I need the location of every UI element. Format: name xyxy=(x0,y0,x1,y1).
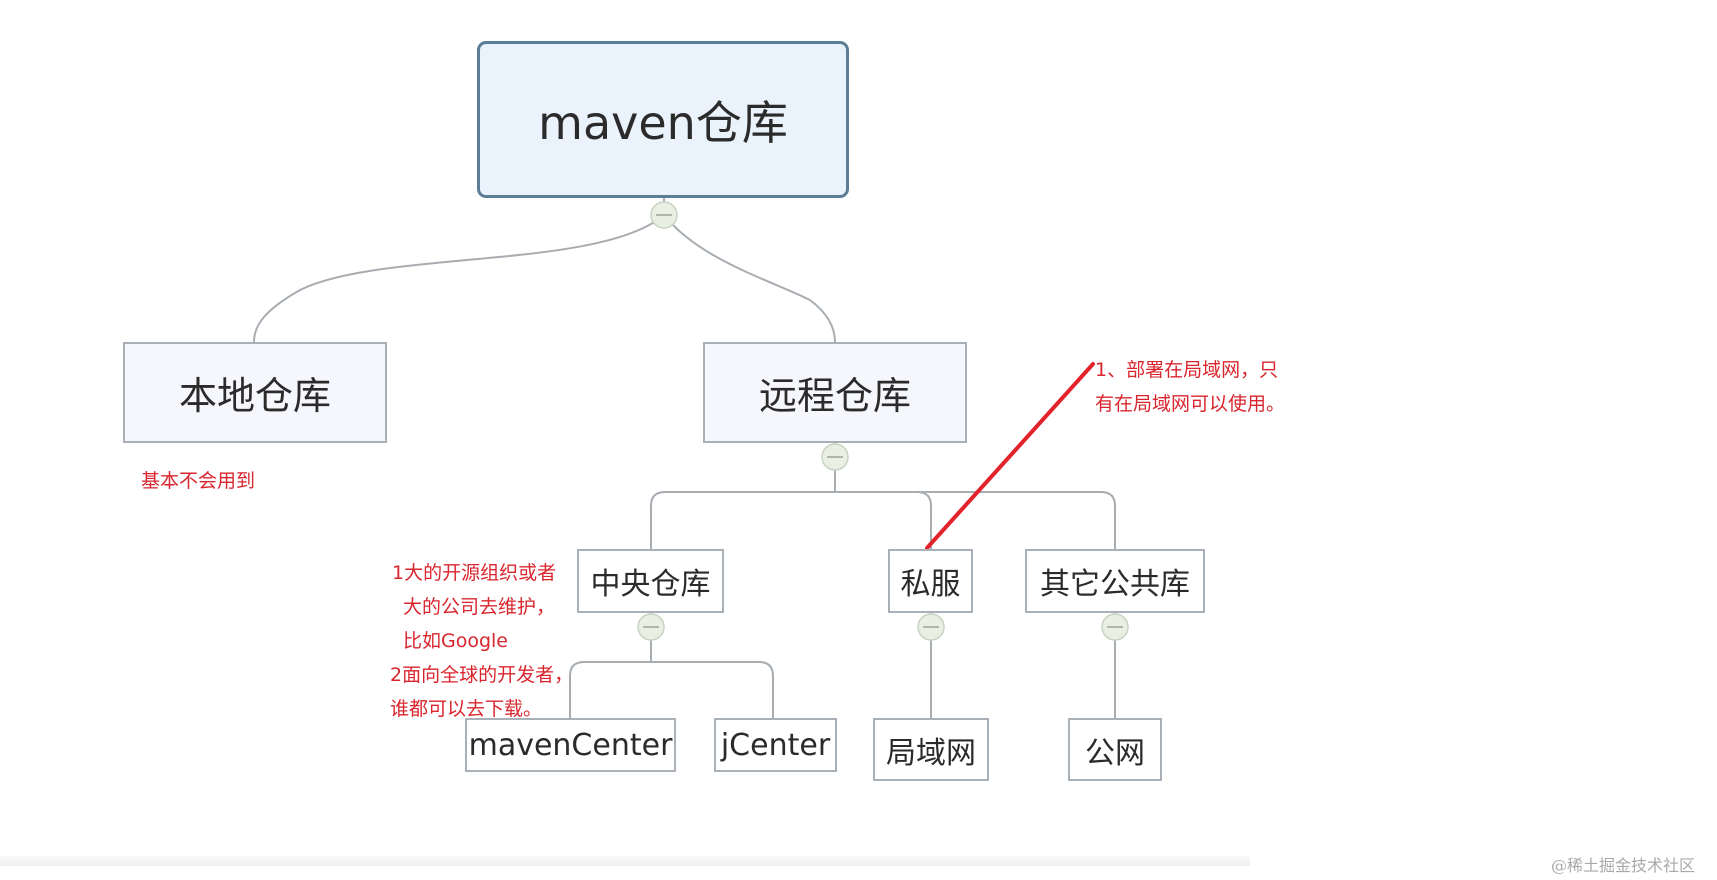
edge-remote-bus xyxy=(650,491,1116,549)
central-note-line-2: 大的公司去维护， xyxy=(403,596,556,618)
node-maven-center[interactable]: mavenCenter xyxy=(465,718,676,772)
annotation-pointer-line xyxy=(925,362,1095,550)
collapse-toggle-central[interactable] xyxy=(637,613,665,641)
collapse-toggle-remote[interactable] xyxy=(821,443,849,471)
node-lan[interactable]: 局域网 xyxy=(873,718,989,781)
node-public-net[interactable]: 公网 xyxy=(1068,718,1162,781)
collapse-toggle-other-public[interactable] xyxy=(1101,613,1129,641)
edge-remote-private xyxy=(916,491,932,549)
edge-root-remote xyxy=(663,214,836,343)
node-other-public-repo-label: 其它公共库 xyxy=(1040,567,1190,602)
node-central-repo-label: 中央仓库 xyxy=(590,567,711,602)
private-note-line-1: 1、部署在局域网，只 xyxy=(1095,359,1279,381)
node-central-repo[interactable]: 中央仓库 xyxy=(577,549,724,613)
node-jcenter[interactable]: jCenter xyxy=(714,718,837,772)
collapse-toggle-root[interactable] xyxy=(650,201,678,229)
node-private-server-label: 私服 xyxy=(900,567,961,602)
node-remote-repo[interactable]: 远程仓库 xyxy=(703,342,967,443)
node-maven-center-label: mavenCenter xyxy=(468,727,673,763)
collapse-toggles xyxy=(637,201,1129,641)
node-remote-repo-label: 远程仓库 xyxy=(758,374,911,418)
node-private-server[interactable]: 私服 xyxy=(888,549,973,613)
central-repo-note: 1大的开源组织或者 大的公司去维护， 比如Google 2面向全球的开发者， 谁… xyxy=(390,556,573,726)
image-bottom-edge xyxy=(0,856,1250,866)
central-note-line-1: 1大的开源组织或者 xyxy=(392,562,557,584)
node-lan-label: 局域网 xyxy=(886,735,976,771)
node-root-label: maven仓库 xyxy=(538,95,788,150)
central-note-line-5: 谁都可以去下载。 xyxy=(390,698,543,720)
local-repo-note: 基本不会用到 xyxy=(141,465,255,498)
private-server-note: 1、部署在局域网，只 有在局域网可以使用。 xyxy=(1095,353,1285,421)
local-repo-note-text: 基本不会用到 xyxy=(141,470,256,492)
node-other-public-repo[interactable]: 其它公共库 xyxy=(1025,549,1205,613)
edge-central-bus xyxy=(569,661,774,718)
central-note-line-3: 比如Google xyxy=(403,630,509,652)
node-local-repo[interactable]: 本地仓库 xyxy=(123,342,387,443)
collapse-toggle-private[interactable] xyxy=(917,613,945,641)
watermark: @稀土掘金技术社区 xyxy=(1551,852,1695,876)
node-public-net-label: 公网 xyxy=(1085,735,1145,771)
node-root[interactable]: maven仓库 xyxy=(477,41,849,198)
central-note-line-4: 2面向全球的开发者， xyxy=(390,664,574,686)
edge-root-local xyxy=(253,214,665,343)
watermark-text: @稀土掘金技术社区 xyxy=(1551,856,1696,875)
node-jcenter-label: jCenter xyxy=(720,727,831,763)
node-local-repo-label: 本地仓库 xyxy=(178,374,331,418)
private-note-line-2: 有在局域网可以使用。 xyxy=(1095,393,1286,415)
